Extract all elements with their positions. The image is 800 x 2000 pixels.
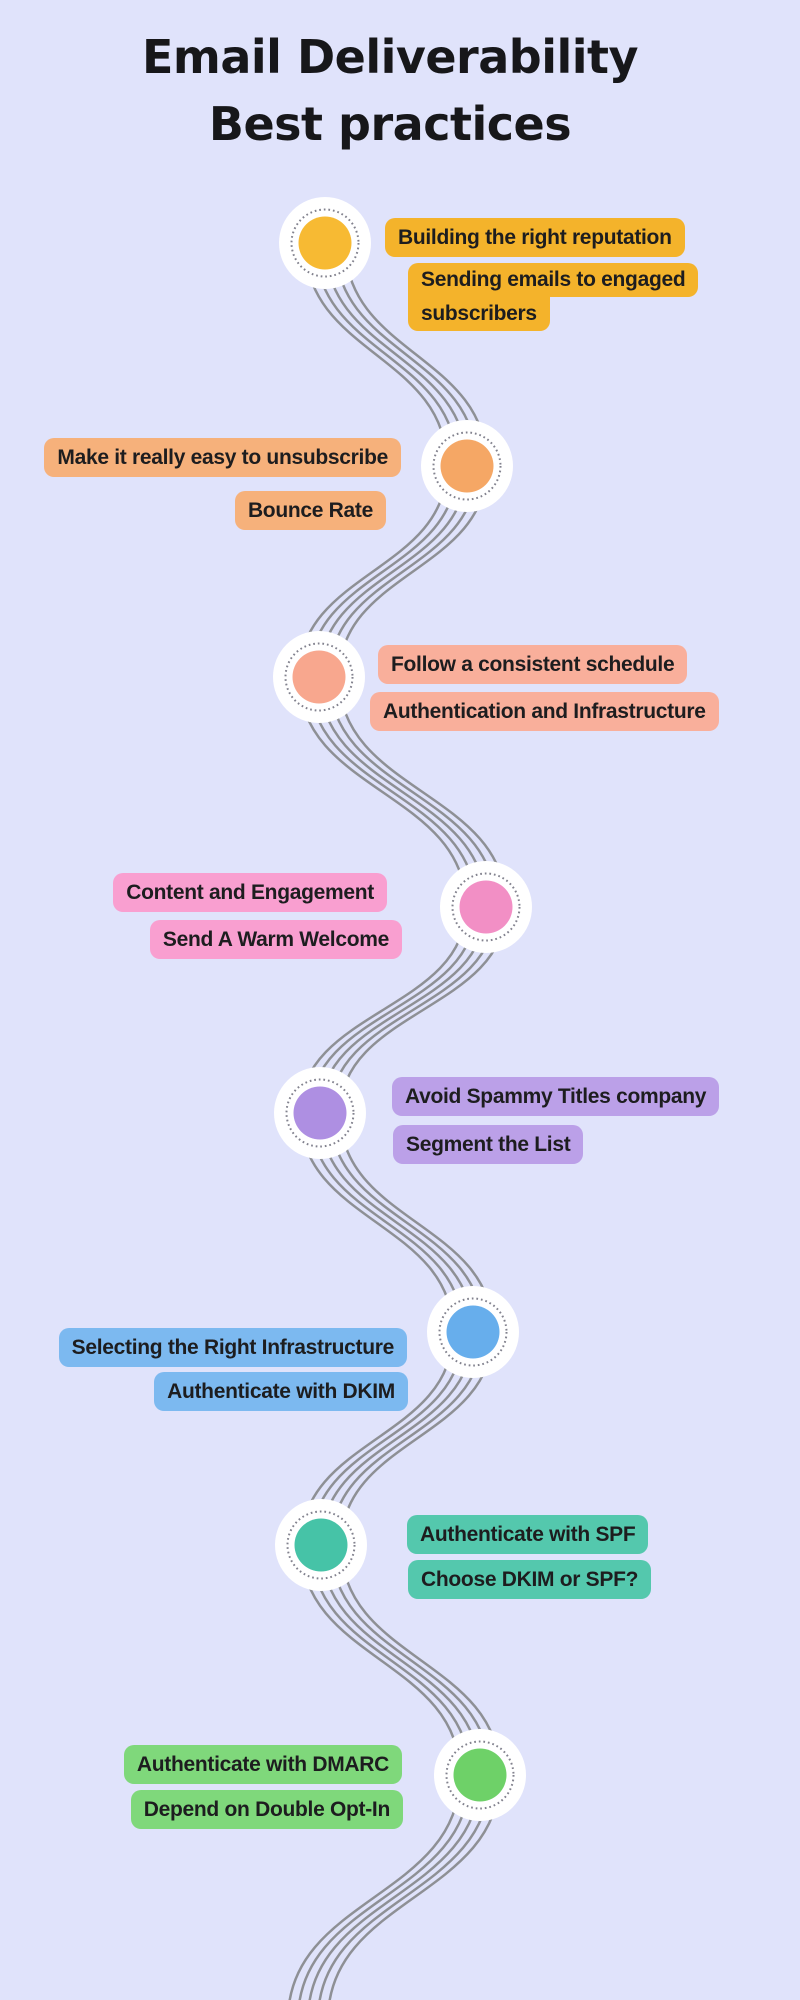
label-spf-choose-1: Authenticate with SPF: [407, 1515, 649, 1554]
label-dmarc-optin-2: Depend on Double Opt-In: [130, 1790, 403, 1829]
node-inner-circle: [298, 216, 352, 270]
label-unsubscribe-bounce-2: Bounce Rate: [234, 491, 386, 530]
label-unsubscribe-bounce-1: Make it really easy to unsubscribe: [44, 438, 401, 477]
title-line-2: Best practices: [208, 97, 572, 151]
node-inner-circle: [453, 1748, 507, 1802]
label-pill-line: subscribers: [408, 297, 550, 331]
title-line-1: Email Deliverability: [142, 30, 638, 84]
label-schedule-authentication-1: Follow a consistent schedule: [378, 645, 688, 684]
node-inner-circle: [294, 1518, 348, 1572]
node-reputation: [279, 197, 371, 289]
node-dotted-ring: [432, 431, 502, 501]
label-spammy-segment-2: Segment the List: [393, 1125, 584, 1164]
node-dotted-ring: [290, 208, 360, 278]
node-inner-circle: [446, 1305, 500, 1359]
node-inner-circle: [292, 650, 346, 704]
node-spammy-segment: [274, 1067, 366, 1159]
node-unsubscribe-bounce: [421, 420, 513, 512]
label-schedule-authentication-2: Authentication and Infrastructure: [370, 692, 719, 731]
node-inner-circle: [440, 439, 494, 493]
page-title: Email Deliverability Best practices: [0, 24, 780, 158]
label-dmarc-optin-1: Authenticate with DMARC: [123, 1745, 402, 1784]
node-dotted-ring: [451, 872, 521, 942]
label-content-welcome-1: Content and Engagement: [113, 873, 387, 912]
node-inner-circle: [459, 880, 513, 934]
label-spf-choose-2: Choose DKIM or SPF?: [408, 1560, 652, 1599]
label-reputation-1: Building the right reputation: [385, 218, 685, 257]
label-infrastructure-dkim-2: Authenticate with DKIM: [154, 1372, 408, 1411]
node-dotted-ring: [286, 1510, 356, 1580]
node-schedule-authentication: [273, 631, 365, 723]
node-content-welcome: [440, 861, 532, 953]
label-infrastructure-dkim-1: Selecting the Right Infrastructure: [58, 1328, 407, 1367]
node-dmarc-optin: [434, 1729, 526, 1821]
label-content-welcome-2: Send A Warm Welcome: [149, 920, 402, 959]
node-dotted-ring: [438, 1297, 508, 1367]
label-spammy-segment-1: Avoid Spammy Titles company: [392, 1077, 720, 1116]
label-pill-line: Sending emails to engaged: [408, 263, 699, 297]
node-dotted-ring: [285, 1078, 355, 1148]
node-dotted-ring: [284, 642, 354, 712]
node-spf-choose: [275, 1499, 367, 1591]
node-infrastructure-dkim: [427, 1286, 519, 1378]
node-inner-circle: [293, 1086, 347, 1140]
node-dotted-ring: [445, 1740, 515, 1810]
